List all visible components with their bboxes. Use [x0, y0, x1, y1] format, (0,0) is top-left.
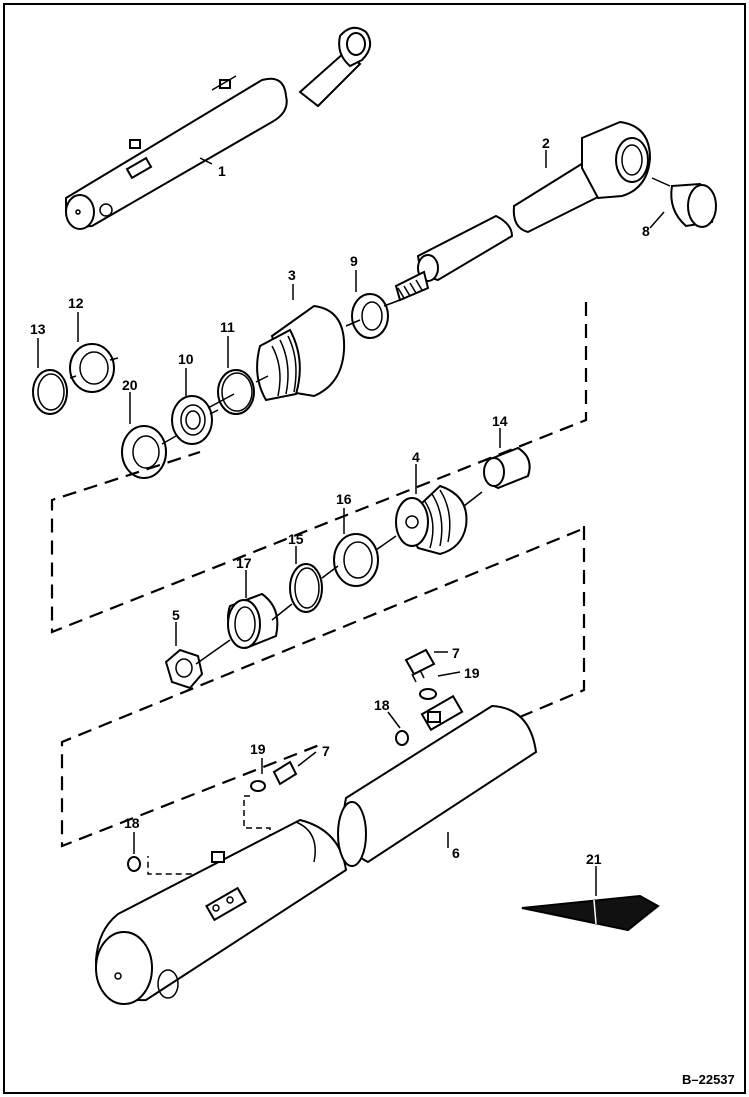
- part-number-labels: 1 2 3 4 5 6 7 7 8 9 10 11 12 13 14 15 16…: [30, 135, 650, 867]
- label-part-12: 12: [68, 295, 84, 311]
- label-part-3: 3: [288, 267, 296, 283]
- label-part-7a: 7: [452, 645, 460, 661]
- leader-lines: [37, 150, 665, 896]
- label-part-6: 6: [452, 845, 460, 861]
- bushing: [670, 182, 717, 228]
- o-ring-11: [217, 369, 255, 415]
- backup-washer: [121, 425, 167, 479]
- label-part-1: 1: [218, 163, 226, 179]
- piston-seal: [333, 533, 379, 587]
- diagram-border: [3, 3, 746, 1094]
- label-part-9: 9: [350, 253, 358, 269]
- label-part-2: 2: [542, 135, 550, 151]
- seal-12: [69, 343, 115, 393]
- label-part-19a: 19: [464, 665, 480, 681]
- piston: [395, 484, 468, 556]
- fittings: [127, 648, 437, 872]
- wear-ring: [227, 592, 279, 650]
- lock-nut: [164, 648, 204, 690]
- label-part-18b: 18: [124, 815, 140, 831]
- gland-head: [256, 304, 346, 402]
- label-part-8: 8: [642, 223, 650, 239]
- rod-seal: [171, 395, 213, 445]
- piston-rod: [394, 120, 652, 302]
- label-part-5: 5: [172, 607, 180, 623]
- label-part-13: 13: [30, 321, 46, 337]
- label-part-16: 16: [336, 491, 352, 507]
- assembled-cylinder: [65, 26, 372, 230]
- label-part-20: 20: [122, 377, 138, 393]
- label-part-7b: 7: [322, 743, 330, 759]
- label-part-15: 15: [288, 531, 304, 547]
- label-part-10: 10: [178, 351, 194, 367]
- barrel: [94, 694, 538, 1005]
- assembly-axis-lines: [69, 177, 671, 665]
- label-part-4: 4: [412, 449, 420, 465]
- reference-code: B–22537: [682, 1072, 735, 1087]
- spacer-tube: [483, 446, 531, 490]
- wiper-seal: [351, 293, 389, 339]
- label-part-11: 11: [220, 319, 235, 335]
- label-part-18a: 18: [374, 697, 390, 713]
- label-part-14: 14: [492, 413, 508, 429]
- label-part-21: 21: [586, 851, 602, 867]
- decal: [521, 894, 660, 932]
- label-part-17: 17: [236, 555, 252, 571]
- label-part-19b: 19: [250, 741, 266, 757]
